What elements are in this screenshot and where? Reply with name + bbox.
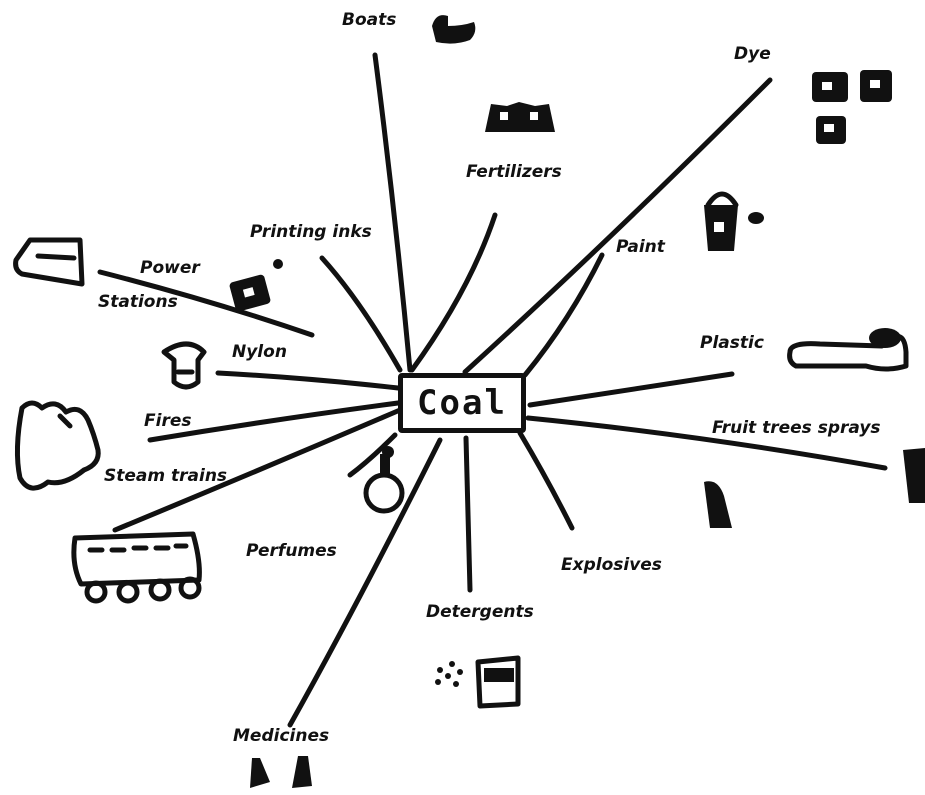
fire-icon	[14, 400, 101, 491]
label-stations: Stations	[98, 292, 178, 312]
label-fires: Fires	[144, 411, 192, 431]
line-power-stations	[97, 269, 315, 338]
label-detergents: Detergents	[426, 602, 534, 622]
line-printing-inks	[319, 255, 403, 373]
line-explosives	[517, 430, 575, 531]
label-explosives: Explosives	[561, 555, 662, 575]
label-nylon: Nylon	[232, 342, 287, 362]
steam-train-icon	[71, 531, 202, 604]
label-paint: Paint	[616, 237, 665, 257]
label-fertilizers: Fertilizers	[466, 162, 562, 182]
fertilizer-bags-icon	[485, 102, 555, 132]
dye-pots-icon	[812, 70, 892, 144]
label-steam-trains: Steam trains	[104, 466, 228, 486]
label-medicines: Medicines	[233, 726, 330, 746]
line-paint	[522, 252, 605, 378]
fruit-spray-icon	[704, 481, 732, 528]
power-station-icon	[13, 237, 85, 287]
label-dye: Dye	[734, 44, 771, 64]
plastic-tool-icon	[787, 328, 909, 372]
line-steam-trains	[112, 407, 403, 533]
line-plastic	[527, 371, 735, 408]
nylon-cup-icon	[161, 341, 207, 390]
label-printing-inks: Printing inks	[250, 222, 372, 242]
line-medicines	[287, 437, 443, 728]
line-nylon	[215, 370, 401, 391]
printing-ink-icon	[229, 259, 283, 312]
line-fruit-trees-sprays	[525, 415, 888, 471]
label-power: Power	[140, 258, 200, 278]
line-perfumes	[347, 432, 398, 478]
coal-center-label: Coal	[417, 383, 507, 423]
line-fires	[147, 400, 401, 443]
spray-bottle-icon	[903, 448, 925, 503]
line-fertilizers	[409, 212, 498, 373]
label-perfumes: Perfumes	[246, 541, 337, 561]
label-fruit-trees-sprays: Fruit trees sprays	[712, 418, 881, 438]
label-plastic: Plastic	[700, 333, 764, 353]
paint-can-icon	[704, 191, 764, 251]
detergent-box-icon	[435, 655, 521, 709]
line-boats	[372, 52, 413, 373]
perfume-bottle-icon	[363, 446, 405, 514]
medicine-bottles-icon	[250, 756, 312, 788]
label-boats: Boats	[342, 10, 397, 30]
coal-center-box: Coal	[398, 373, 526, 433]
line-detergents	[463, 435, 473, 593]
boat-icon	[432, 15, 476, 44]
line-dye	[462, 77, 773, 375]
